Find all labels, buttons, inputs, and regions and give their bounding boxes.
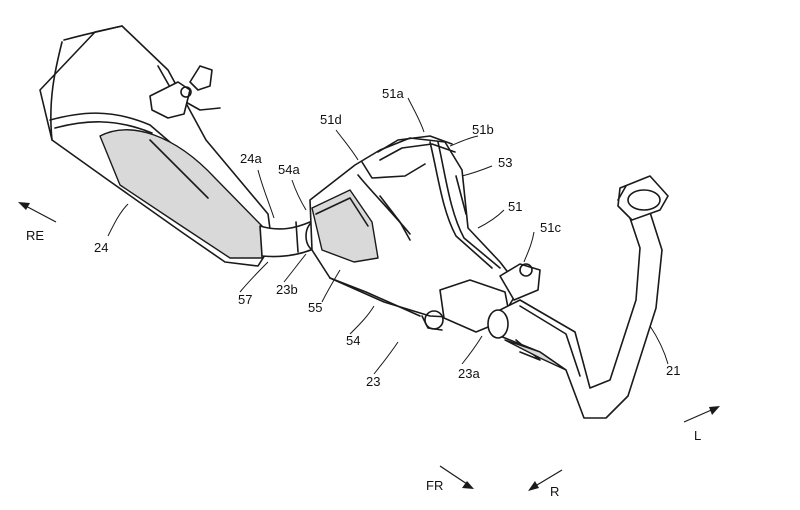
label-23a: 23a [458,366,480,381]
direction-label-re: RE [26,228,44,243]
catalyst-chamber-51 [309,135,521,319]
direction-arrow-re [18,202,57,223]
label-55: 55 [308,300,322,315]
label-24a: 24a [240,151,262,166]
label-54a: 54a [278,162,300,177]
direction-arrow-l [683,406,720,423]
direction-label-l: L [694,428,701,443]
label-51c: 51c [540,220,561,235]
direction-label-fr: FR [426,478,443,493]
label-23: 23 [366,374,380,389]
direction-arrow-fr [439,465,474,489]
label-57: 57 [238,292,252,307]
label-51b: 51b [472,122,494,137]
muffler-24 [39,25,273,267]
leader-lines [107,97,669,375]
label-51a: 51a [382,86,404,101]
label-24: 24 [94,240,108,255]
label-53: 53 [498,155,512,170]
direction-arrow-r [528,469,563,491]
label-54: 54 [346,333,360,348]
exhaust-pipe-21 [487,175,669,419]
label-21: 21 [666,363,680,378]
label-23b: 23b [276,282,298,297]
label-51d: 51d [320,112,342,127]
direction-label-r: R [550,484,559,499]
label-51: 51 [508,199,522,214]
